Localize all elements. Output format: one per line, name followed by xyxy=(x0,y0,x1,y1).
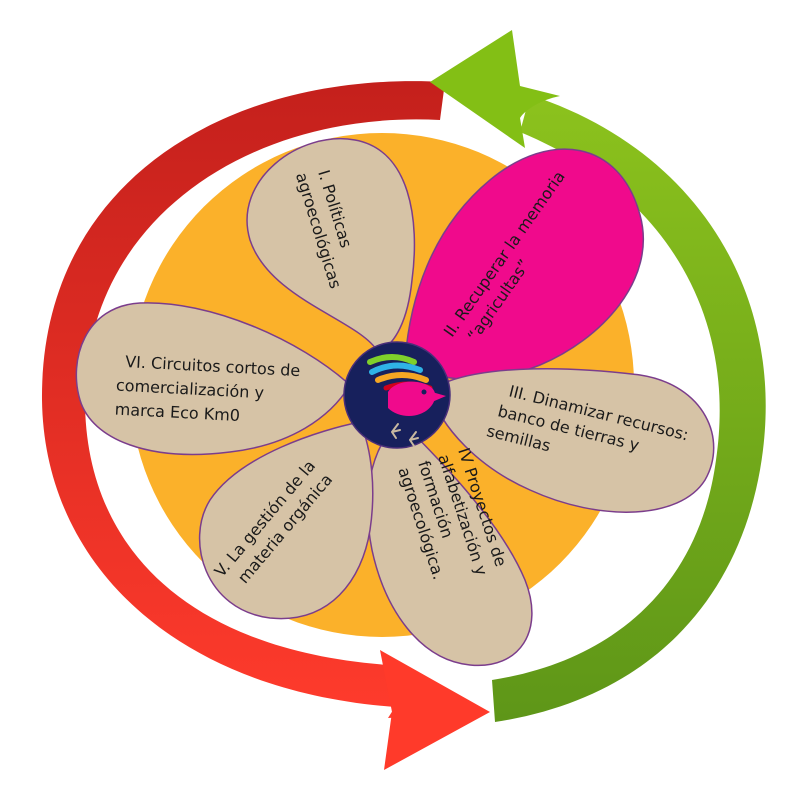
cycle-arrow-red xyxy=(41,81,490,770)
arrow-green-head xyxy=(430,30,560,148)
petal-1 xyxy=(246,138,416,353)
cycle-arrow-green xyxy=(430,30,766,722)
bird-logo-icon xyxy=(367,354,446,447)
arrow-red-head xyxy=(380,650,490,770)
petal-6 xyxy=(75,302,351,456)
petal-3 xyxy=(429,368,715,513)
center-logo xyxy=(343,341,451,449)
arrow-green-body xyxy=(492,95,766,722)
petal-5 xyxy=(198,421,374,620)
